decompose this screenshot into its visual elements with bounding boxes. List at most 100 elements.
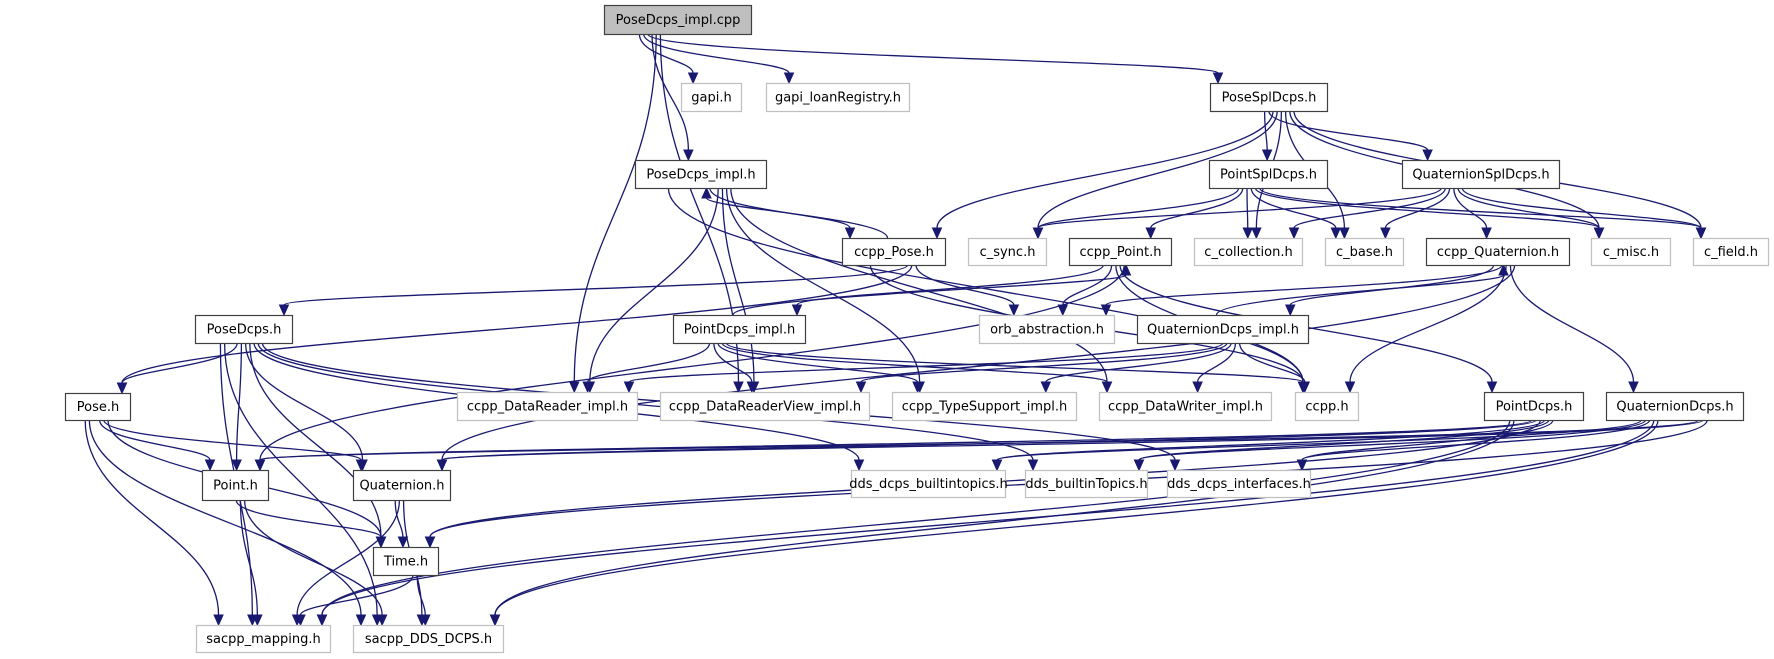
graph-node-gapi-h: gapi.h <box>680 82 743 113</box>
node-box <box>201 469 270 502</box>
arrowhead-icon <box>295 614 306 627</box>
graph-edge <box>416 574 426 616</box>
arrowhead-icon <box>912 381 923 394</box>
graph-node-quaterniondcps-impl-h[interactable]: QuaternionDcps_impl.h <box>1136 314 1310 345</box>
graph-node-time-h[interactable]: Time.h <box>372 546 440 577</box>
node-box <box>352 624 505 654</box>
graph-node-ccpp-point-h[interactable]: ccpp_Point.h <box>1068 237 1173 267</box>
arrowhead-icon <box>1628 381 1639 394</box>
node-box <box>891 391 1078 422</box>
arrowhead-icon <box>1192 381 1203 394</box>
node-label: c_base.h <box>1336 245 1393 260</box>
graph-edge <box>321 419 1655 616</box>
graph-edge <box>860 342 1228 383</box>
graph-edge <box>441 264 1516 461</box>
node-box <box>1166 469 1312 499</box>
node-label: PoseDcps_impl.h <box>646 168 755 183</box>
node-box <box>456 391 639 422</box>
graph-node-orb-abstraction-h: orb_abstraction.h <box>978 314 1116 345</box>
graph-edge <box>121 342 238 384</box>
graph-edge <box>1301 419 1651 461</box>
graph-node-ccpp-quaternion-h[interactable]: ccpp_Quaternion.h <box>1425 237 1571 267</box>
graph-edge <box>494 419 1659 616</box>
arrowhead-icon <box>1251 227 1262 240</box>
node-label: c_collection.h <box>1204 245 1292 260</box>
graph-node-ccpp-h: ccpp.h <box>1294 391 1360 422</box>
node-label: c_misc.h <box>1603 245 1659 260</box>
node-label: QuaternionSplDcps.h <box>1412 168 1549 183</box>
graph-node-sacpp-mapping-h: sacpp_mapping.h <box>195 624 332 654</box>
graph-node-point-h[interactable]: Point.h <box>201 469 270 502</box>
node-label: sacpp_DDS_DCPS.h <box>365 632 492 647</box>
node-box <box>1208 159 1329 190</box>
arrowhead-icon <box>1261 149 1273 162</box>
graph-node-quaternion-h[interactable]: Quaternion.h <box>352 469 452 502</box>
graph-edge <box>244 342 364 461</box>
graph-edge <box>1258 187 1702 229</box>
graph-edge <box>321 419 1511 616</box>
arrowhead-icon <box>1486 381 1498 394</box>
arrowhead-icon <box>397 536 409 549</box>
graph-node-quaterniondcps-h[interactable]: QuaternionDcps.h <box>1605 391 1745 422</box>
graph-edge <box>494 419 1515 616</box>
graph-node-pointspldcps-h[interactable]: PointSplDcps.h <box>1208 159 1329 190</box>
arrowhead-icon <box>746 381 758 394</box>
node-label: Time.h <box>383 555 428 570</box>
node-box <box>680 82 743 113</box>
arrowhead-icon <box>116 382 128 395</box>
graph-node-pose-h[interactable]: Pose.h <box>64 392 132 422</box>
node-box <box>1692 237 1770 267</box>
graph-node-pointdcps-h[interactable]: PointDcps.h <box>1483 391 1585 422</box>
graph-node-posedcps-impl-cpp[interactable]: PoseDcps_impl.cpp <box>603 4 753 36</box>
arrowhead-icon <box>1169 459 1181 472</box>
node-label: Point.h <box>213 479 258 494</box>
graph-node-posedcps-h[interactable]: PoseDcps.h <box>194 314 294 345</box>
graph-edge <box>223 342 378 616</box>
graph-node-ccpp-datareader-impl-h: ccpp_DataReader_impl.h <box>456 391 639 422</box>
arrowhead-icon <box>424 536 436 549</box>
graph-node-posespldcps-h[interactable]: PoseSplDcps.h <box>1209 82 1329 113</box>
arrowhead-icon <box>213 614 224 627</box>
node-label: c_sync.h <box>980 245 1036 260</box>
graph-node-ccpp-datawriter-impl-h: ccpp_DataWriter_impl.h <box>1098 391 1273 422</box>
arrowhead-icon <box>853 459 865 472</box>
node-label: ccpp_DataReaderView_impl.h <box>669 400 861 415</box>
arrowhead-icon <box>204 459 216 472</box>
graph-edge <box>725 342 1304 383</box>
node-label: gapi_loanRegistry.h <box>775 91 901 106</box>
node-label: PointDcps_impl.h <box>684 323 795 338</box>
graph-edge <box>1238 342 1306 383</box>
node-box <box>352 469 452 502</box>
graph-edge <box>1037 110 1278 229</box>
edges-layer <box>84 33 1708 627</box>
graph-node-c-sync-h: c_sync.h <box>967 237 1048 267</box>
graph-edge <box>84 419 220 616</box>
graph-node-dds-builtintopics-h: dds_builtinTopics.h <box>1024 469 1149 499</box>
arrowhead-icon <box>1695 227 1707 240</box>
graph-edge <box>573 33 657 383</box>
arrowhead-icon <box>1032 227 1044 240</box>
node-box <box>1098 391 1273 422</box>
node-label: ccpp_DataWriter_impl.h <box>1108 400 1263 415</box>
arrowhead-icon <box>569 381 580 394</box>
graph-node-quaternionspldcps-h[interactable]: QuaternionSplDcps.h <box>1401 159 1561 190</box>
graph-edge <box>283 264 909 306</box>
arrowhead-icon <box>1339 227 1350 240</box>
graph-edge <box>1289 264 1495 306</box>
graph-edge <box>1138 419 1647 461</box>
graph-edge <box>1215 274 1505 316</box>
node-box <box>967 237 1048 267</box>
graph-node-c-base-h: c_base.h <box>1324 237 1405 267</box>
graph-node-posedcps-impl-h[interactable]: PoseDcps_impl.h <box>634 159 768 190</box>
graph-node-ccpp-datareaderview-impl-h: ccpp_DataReaderView_impl.h <box>659 391 871 422</box>
node-label: dds_builtinTopics.h <box>1025 477 1147 492</box>
graph-node-ccpp-pose-h[interactable]: ccpp_Pose.h <box>841 237 947 267</box>
graph-node-c-field-h: c_field.h <box>1692 237 1770 267</box>
graph-node-pointdcps-impl-h[interactable]: PointDcps_impl.h <box>672 314 807 345</box>
node-box <box>1324 237 1405 267</box>
node-box <box>841 237 947 267</box>
arrowhead-icon <box>582 381 593 394</box>
arrowhead-icon <box>375 536 387 549</box>
node-box <box>1209 82 1329 113</box>
graph-edge <box>717 342 919 383</box>
